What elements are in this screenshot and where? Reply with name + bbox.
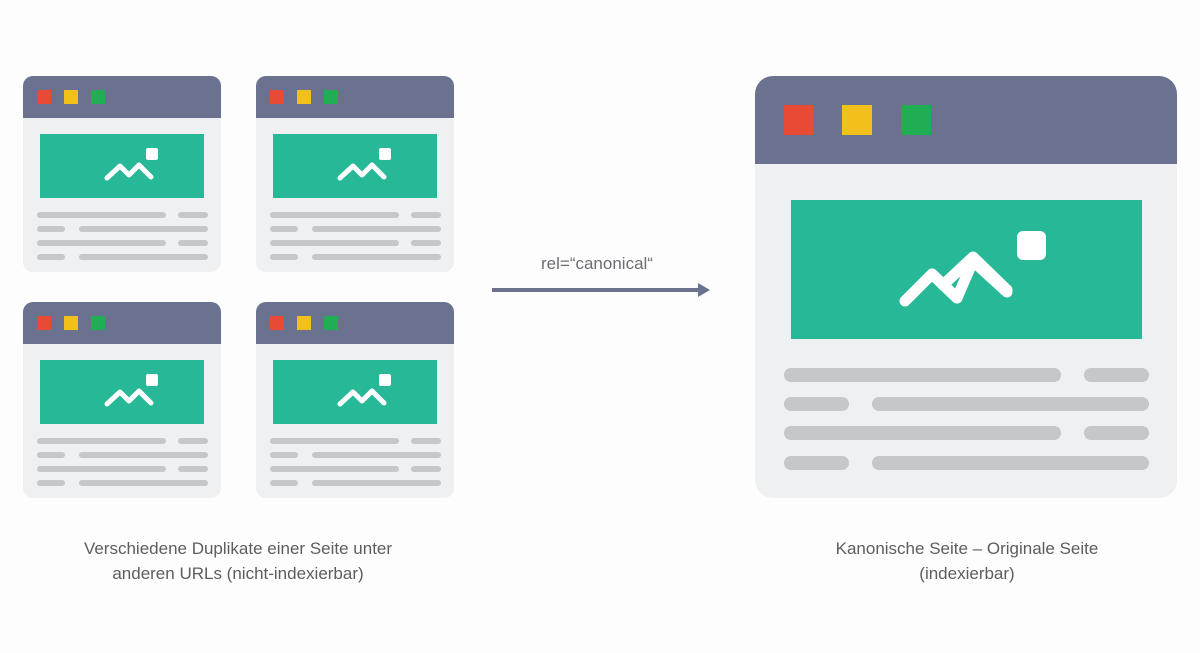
duplicates-caption-line-1: Verschiedene Duplikate einer Seite unter (83, 539, 393, 558)
minimize-dot-icon (842, 105, 872, 135)
text-line (411, 212, 441, 218)
text-line (178, 438, 208, 444)
text-line (411, 240, 441, 246)
canonical-caption-line-1: Kanonische Seite – Originale Seite (835, 539, 1099, 558)
close-dot-icon (784, 105, 814, 135)
text-line (411, 466, 441, 472)
maximize-dot-icon (324, 90, 338, 104)
minimize-dot-icon (64, 316, 78, 330)
image-placeholder-icon (791, 200, 1142, 339)
minimize-dot-icon (297, 316, 311, 330)
duplicates-caption-line-2: anderen URLs (nicht-indexierbar) (112, 564, 364, 583)
close-dot-icon (37, 316, 51, 330)
window-title-bar (256, 76, 454, 118)
window-title-bar (256, 302, 454, 344)
text-line (270, 212, 399, 218)
image-placeholder-icon (273, 134, 437, 198)
text-line (312, 480, 441, 486)
text-line (37, 226, 65, 232)
text-line (872, 456, 1149, 470)
image-placeholder-icon (40, 134, 204, 198)
window-title-bar (755, 76, 1177, 164)
text-line (1084, 368, 1149, 382)
text-line (1084, 426, 1149, 440)
text-line (872, 397, 1149, 411)
maximize-dot-icon (91, 316, 105, 330)
text-line (270, 240, 399, 246)
text-line (784, 368, 1061, 382)
maximize-dot-icon (324, 316, 338, 330)
image-placeholder-icon (273, 360, 437, 424)
text-line (79, 226, 208, 232)
text-line (37, 212, 166, 218)
maximize-dot-icon (901, 105, 931, 135)
text-line (37, 438, 166, 444)
minimize-dot-icon (297, 90, 311, 104)
close-dot-icon (37, 90, 51, 104)
text-line (312, 254, 441, 260)
text-line (37, 480, 65, 486)
text-line (784, 397, 849, 411)
text-line (79, 254, 208, 260)
arrow-right-icon (698, 283, 710, 297)
minimize-dot-icon (64, 90, 78, 104)
text-line (312, 452, 441, 458)
text-line (79, 480, 208, 486)
text-line (270, 254, 298, 260)
duplicate-page-window (256, 302, 454, 498)
text-line (270, 226, 298, 232)
text-line (411, 438, 441, 444)
text-line (178, 240, 208, 246)
duplicate-page-window (256, 76, 454, 272)
canonical-page-window (755, 76, 1177, 498)
duplicates-caption: Verschiedene Duplikate einer Seite unter… (18, 536, 458, 586)
arrow-label: rel=“canonical“ (541, 254, 653, 273)
text-line (784, 426, 1061, 440)
text-line (178, 466, 208, 472)
text-line (270, 480, 298, 486)
text-line (784, 456, 849, 470)
duplicate-page-window (23, 302, 221, 498)
canonical-caption-line-2: (indexierbar) (919, 564, 1015, 583)
text-line (178, 212, 208, 218)
arrow-shaft (492, 288, 700, 292)
close-dot-icon (270, 316, 284, 330)
text-line (270, 466, 399, 472)
text-line (37, 466, 166, 472)
text-line (79, 452, 208, 458)
maximize-dot-icon (91, 90, 105, 104)
text-line (312, 226, 441, 232)
window-title-bar (23, 76, 221, 118)
duplicate-page-window (23, 76, 221, 272)
text-line (37, 452, 65, 458)
canonical-caption: Kanonische Seite – Originale Seite (inde… (767, 536, 1167, 586)
close-dot-icon (270, 90, 284, 104)
text-line (270, 438, 399, 444)
text-line (270, 452, 298, 458)
window-title-bar (23, 302, 221, 344)
text-line (37, 240, 166, 246)
text-line (37, 254, 65, 260)
image-placeholder-icon (40, 360, 204, 424)
